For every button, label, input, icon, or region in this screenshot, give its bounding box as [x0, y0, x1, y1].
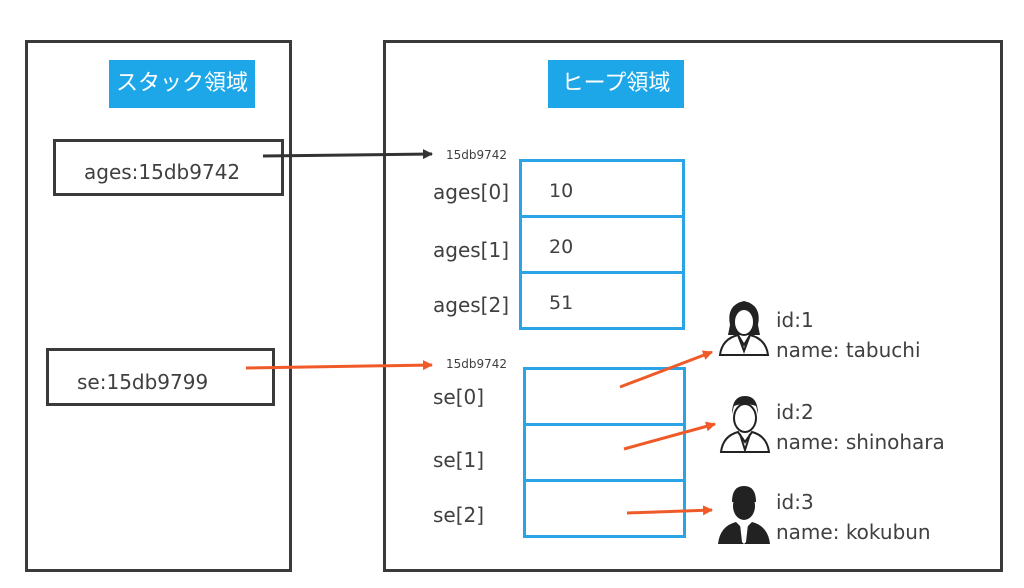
heap-area-panel [383, 40, 1003, 572]
se-reference-box: se:15db9799 [46, 348, 275, 406]
woman-avatar-icon [718, 301, 770, 356]
se-index-label: se[1] [433, 448, 485, 472]
ages-cell: 10 [519, 159, 685, 218]
man-avatar-icon [719, 396, 771, 454]
person-id: id:1 [776, 308, 814, 332]
stack-area-panel [25, 40, 292, 572]
se-pointer-arrow [245, 360, 433, 371]
person-name: name: tabuchi [776, 338, 921, 362]
se0-object-arrow [619, 350, 713, 389]
ages-index-label: ages[2] [433, 293, 510, 317]
person-name: name: kokubun [776, 520, 931, 544]
heap-area-title: ヒープ領域 [548, 60, 684, 108]
businessman-avatar-icon [718, 486, 770, 544]
ages-pointer-arrow [262, 149, 433, 160]
ages-index-label: ages[1] [433, 238, 510, 262]
se1-object-arrow [623, 421, 716, 451]
se-cell [523, 479, 686, 538]
stack-area-title: スタック領域 [109, 60, 255, 108]
person-id: id:3 [776, 490, 814, 514]
ages-cell: 20 [519, 215, 685, 274]
se2-object-arrow [626, 505, 713, 516]
ages-index-label: ages[0] [433, 180, 510, 204]
ages-cell: 51 [519, 271, 685, 330]
person-name: name: shinohara [776, 430, 945, 454]
person-1-label: id:1 name: tabuchi [776, 305, 921, 365]
person-id: id:2 [776, 400, 814, 424]
person-3-label: id:3 name: kokubun [776, 487, 931, 547]
person-2-label: id:2 name: shinohara [776, 397, 945, 457]
ages-block-address: 15db9742 [446, 148, 508, 162]
se-index-label: se[2] [433, 503, 485, 527]
se-index-label: se[0] [433, 385, 485, 409]
se-block-address: 15db9742 [446, 357, 508, 371]
ages-reference-box: ages:15db9742 [53, 139, 284, 196]
